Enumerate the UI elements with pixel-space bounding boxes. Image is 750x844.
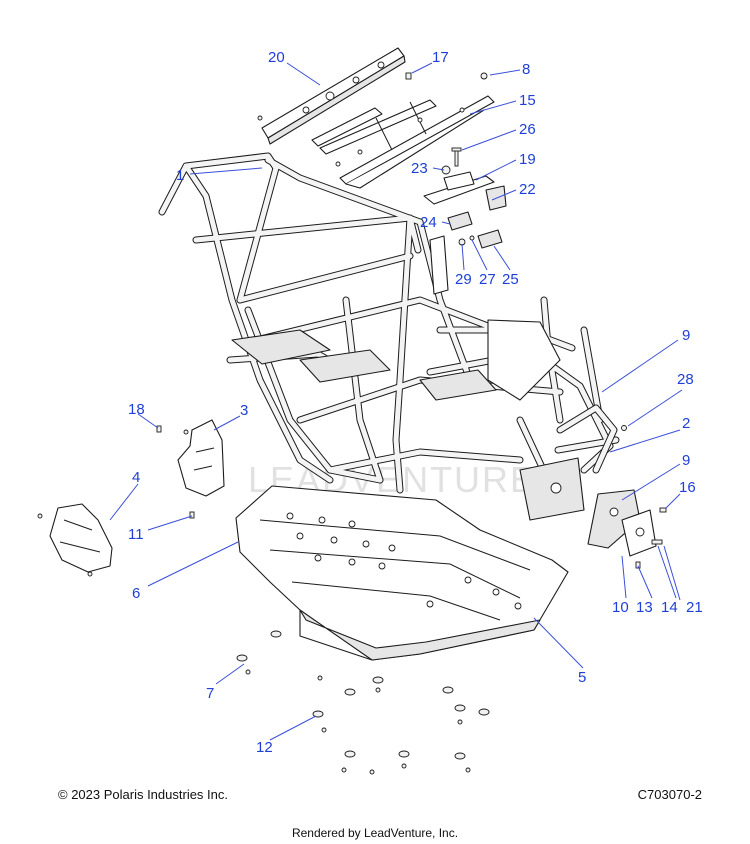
callout-8[interactable]: 8 <box>522 61 530 78</box>
parts-diagram: LEADVENTURE <box>37 47 703 775</box>
part-20-rail-bracket[interactable] <box>257 47 406 145</box>
callout-9-lower[interactable]: 9 <box>682 452 690 469</box>
callout-27[interactable]: 27 <box>479 271 496 288</box>
screw-11[interactable] <box>189 511 195 519</box>
callout-5[interactable]: 5 <box>578 669 586 686</box>
callout-29[interactable]: 29 <box>455 271 472 288</box>
callout-14[interactable]: 14 <box>661 599 678 616</box>
callout-3[interactable]: 3 <box>240 402 248 419</box>
callout-1[interactable]: 1 <box>176 167 184 184</box>
callout-11[interactable]: 11 <box>128 526 144 543</box>
callout-7[interactable]: 7 <box>206 685 214 702</box>
part-15-cross-rack[interactable] <box>311 95 495 189</box>
callout-12[interactable]: 12 <box>256 739 273 756</box>
part-19-22-mount-bracket[interactable] <box>423 171 507 211</box>
part-1-main-frame[interactable] <box>158 152 620 521</box>
callout-21[interactable]: 21 <box>686 599 703 616</box>
callout-22[interactable]: 22 <box>519 181 536 198</box>
callout-16[interactable]: 16 <box>679 479 696 496</box>
callout-4[interactable]: 4 <box>132 469 140 486</box>
copyright-text: © 2023 Polaris Industries Inc. <box>58 787 228 802</box>
callout-15[interactable]: 15 <box>519 92 536 109</box>
part-6-5-skid-plate[interactable] <box>235 485 569 661</box>
diagram-code: C703070-2 <box>637 787 702 802</box>
callout-19[interactable]: 19 <box>519 151 536 168</box>
part-4-side-shield[interactable] <box>37 503 113 577</box>
callout-9-upper[interactable]: 9 <box>682 327 690 344</box>
callout-20[interactable]: 20 <box>268 49 285 66</box>
screw-28[interactable] <box>621 425 627 431</box>
callout-13[interactable]: 13 <box>636 599 653 616</box>
callout-26[interactable]: 26 <box>519 121 536 138</box>
grommets-7-12[interactable] <box>236 630 490 775</box>
callout-labels: 20 17 8 15 26 1 23 19 22 24 29 27 25 9 2… <box>128 49 703 756</box>
callout-28[interactable]: 28 <box>677 371 694 388</box>
callout-25[interactable]: 25 <box>502 271 519 288</box>
rendered-by-text: Rendered by LeadVenture, Inc. <box>291 826 459 840</box>
callout-17[interactable]: 17 <box>432 49 449 66</box>
callout-23[interactable]: 23 <box>411 160 428 177</box>
pads-24-25[interactable] <box>447 211 503 249</box>
part-3-side-shield[interactable] <box>177 419 225 497</box>
leader-lines <box>109 62 683 741</box>
callout-10[interactable]: 10 <box>612 599 629 616</box>
screw-18[interactable] <box>156 425 162 433</box>
callout-2[interactable]: 2 <box>682 415 690 432</box>
bolt-26[interactable] <box>451 147 462 167</box>
nut-8[interactable] <box>480 72 488 80</box>
skid-plate-holes <box>286 512 522 610</box>
callout-6[interactable]: 6 <box>132 585 140 602</box>
callout-18[interactable]: 18 <box>128 401 145 418</box>
part-9-10-rear-bracket[interactable] <box>587 489 667 569</box>
bolt-17[interactable] <box>405 72 412 80</box>
callout-24[interactable]: 24 <box>420 214 437 231</box>
